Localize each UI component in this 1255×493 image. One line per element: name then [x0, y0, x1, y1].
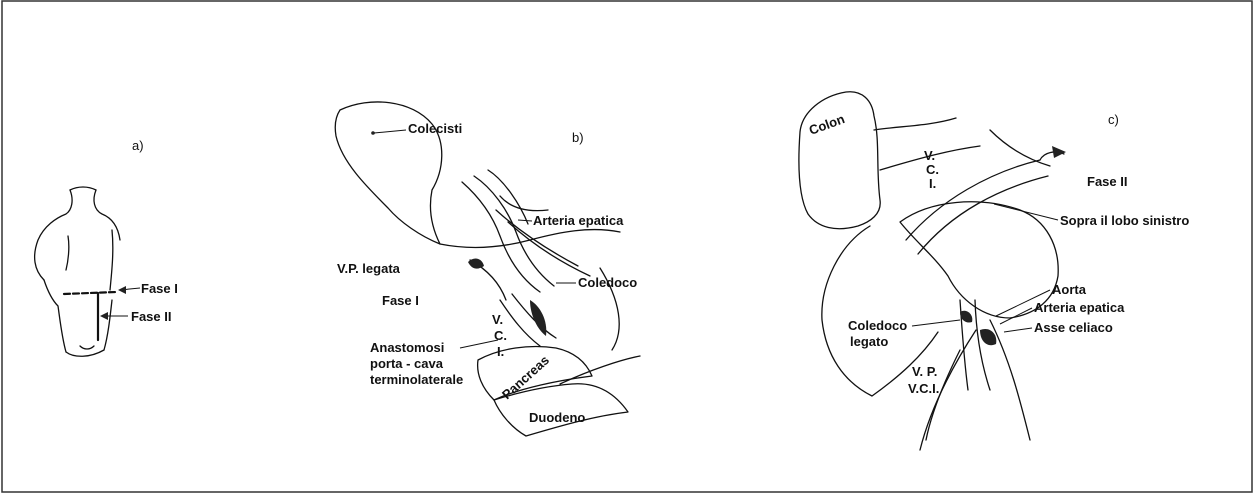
label-anastomosi-3: terminolaterale — [370, 372, 463, 387]
label-colecisti: Colecisti — [408, 121, 462, 136]
panel-c-letter: c) — [1108, 112, 1119, 127]
label-pancreas: Pancreas — [499, 352, 552, 402]
incision-fase1 — [64, 292, 116, 294]
label-fase1: Fase I — [141, 281, 178, 296]
label-sopra-lobo: Sopra il lobo sinistro — [1060, 213, 1189, 228]
panel-b-letter: b) — [572, 130, 584, 145]
label-vci-i: I. — [929, 176, 936, 191]
label-fase1: Fase I — [382, 293, 419, 308]
hepatic-vessels — [462, 170, 590, 346]
label-fase2: Fase II — [131, 309, 171, 324]
label-vp-legata: V.P. legata — [337, 261, 401, 276]
label-vci-v: V. — [492, 312, 503, 327]
panel-c: c) Colon V. C. I. Fase II Sopra il lobo — [799, 92, 1189, 450]
label-coledoco-2: legato — [850, 334, 888, 349]
label-vci-c: C. — [926, 162, 939, 177]
panel-a: a) Fase I Fase II — [35, 138, 178, 356]
label-coledoco-1: Coledoco — [848, 318, 907, 333]
label-fase2: Fase II — [1087, 174, 1127, 189]
label-vci-i: I. — [497, 344, 504, 359]
label-vci-v: V. — [924, 148, 935, 163]
torso-outline — [35, 187, 120, 356]
liver-edge — [440, 230, 620, 248]
label-arteria-epatica: Arteria epatica — [533, 213, 624, 228]
panel-a-letter: a) — [132, 138, 144, 153]
label-arteria-epatica: Arteria epatica — [1034, 300, 1125, 315]
panel-b: b) Colecisti Arteria epatica — [335, 102, 640, 436]
label-aorta: Aorta — [1052, 282, 1087, 297]
label-anastomosi-1: Anastomosi — [370, 340, 444, 355]
label-anastomosi-2: porta - cava — [370, 356, 444, 371]
label-duodeno: Duodeno — [529, 410, 585, 425]
label-vp: V. P. — [912, 364, 937, 379]
label-asse-celiaco: Asse celiaco — [1034, 320, 1113, 335]
label-colon: Colon — [807, 111, 847, 138]
label-coledoco: Coledoco — [578, 275, 637, 290]
label-vci: V.C.I. — [908, 381, 939, 396]
